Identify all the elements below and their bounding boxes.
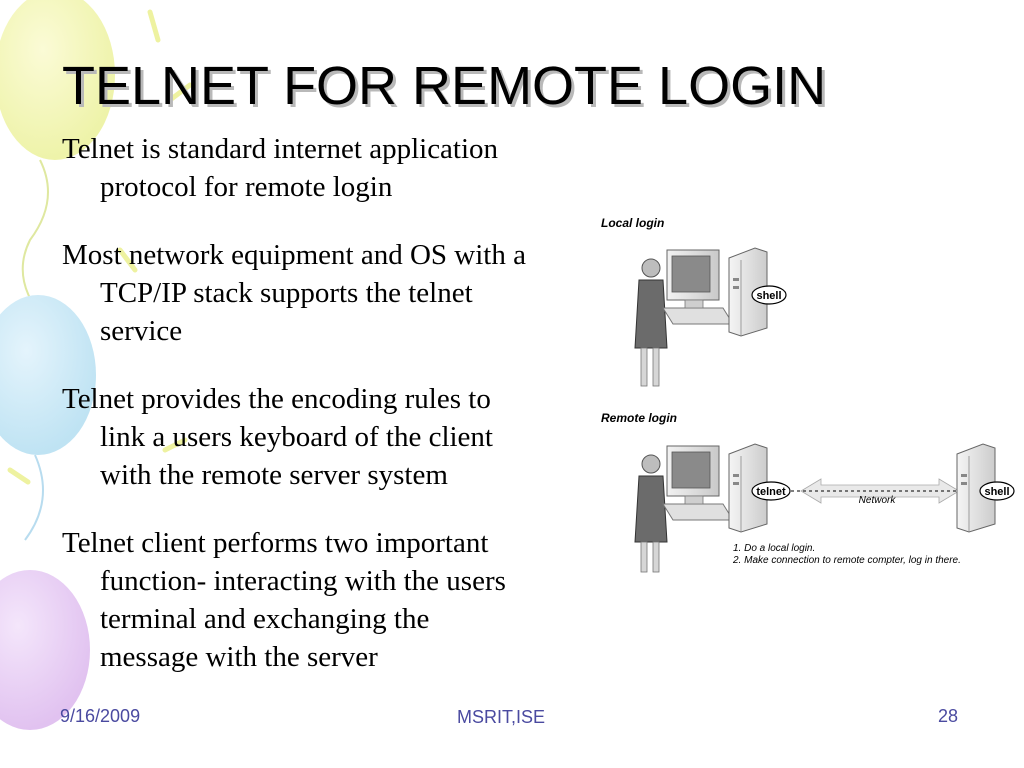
remote-shell-bubble: shell [979,481,1015,501]
footer-date: 9/16/2009 [60,706,141,726]
slide-body: Telnet is standard internet application … [62,130,532,706]
network-arrow: Network [791,478,967,506]
local-login-label: Local login [601,216,664,230]
local-server-tower [728,247,768,337]
footer-organization: MSRIT,ISE [457,707,546,727]
remote-user-figure [634,454,668,573]
slide-title: TELNET FOR REMOTE LOGIN [62,56,827,116]
remote-shell-label: shell [984,486,1009,498]
bullet-paragraph: Most network equipment and OS with a TCP… [62,239,526,347]
client-computer [662,445,734,521]
local-user-figure [634,258,668,387]
network-label: Network [859,495,897,506]
bullet-paragraph: Telnet provides the encoding rules to li… [62,383,493,491]
remote-login-label: Remote login [601,411,677,425]
telnet-bubble: telnet [751,481,791,501]
step-2-text: 2. Make connection to remote compter, lo… [732,555,961,566]
step-1-text: 1. Do a local login. [733,543,815,554]
bullet-paragraph: Telnet client performs two important fun… [62,527,506,673]
local-shell-bubble: shell [751,285,787,305]
yellow-ray-decorations [7,9,193,485]
telnet-label: telnet [756,486,786,498]
client-tower [728,443,768,533]
balloon-purple [0,570,90,730]
telnet-login-diagram: Local login shell [595,208,1015,578]
local-computer [662,249,734,325]
bullet-paragraph: Telnet is standard internet application … [62,133,499,203]
shell-label: shell [756,290,781,302]
balloon-blue [0,295,96,541]
footer-page-number: 28 [938,706,959,726]
remote-server-tower [956,443,996,533]
